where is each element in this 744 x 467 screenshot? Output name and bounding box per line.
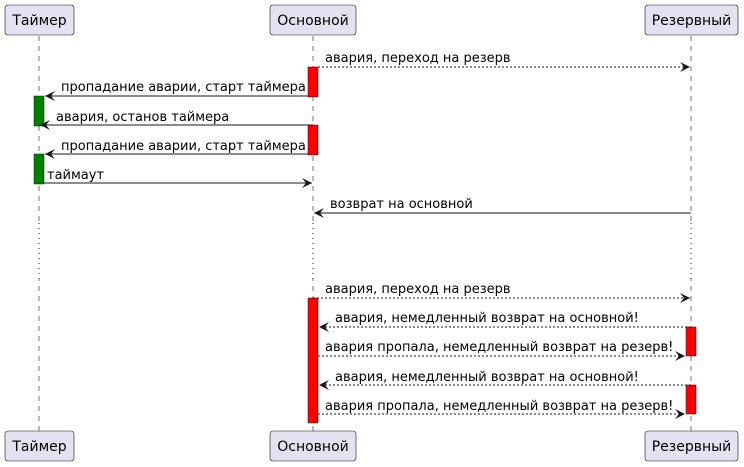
activation-timer — [33, 95, 45, 127]
activation-main — [307, 297, 319, 424]
message-label: авария, немедленный возврат на основной! — [335, 311, 639, 326]
message: авария пропала, немедленный возврат на р… — [318, 399, 685, 419]
message-label: авария пропала, немедленный возврат на р… — [325, 340, 673, 355]
message: таймаут — [44, 168, 312, 188]
message-label: авария, переход на резерв — [325, 282, 511, 297]
message: авария, немедленный возврат на основной! — [319, 370, 691, 390]
message-label: авария, останов таймера — [56, 110, 229, 125]
activation-main — [307, 66, 319, 98]
participant-label: Таймер — [11, 13, 66, 29]
participant-label: Основной — [277, 439, 349, 455]
participant-label: Резервный — [652, 13, 732, 29]
activation-backup — [685, 384, 697, 415]
message-label: авария пропала, немедленный возврат на р… — [325, 399, 673, 414]
message-label: таймаут — [47, 168, 104, 183]
participant-label: Таймер — [11, 439, 66, 455]
participant-backup-top: Резервный — [644, 4, 739, 36]
activation-timer — [33, 153, 45, 185]
participant-backup-bottom: Резервный — [644, 430, 739, 462]
message: авария, переход на резерв — [313, 282, 690, 303]
message-label: авария, немедленный возврат на основной! — [335, 370, 639, 385]
participant-main-top: Основной — [269, 4, 357, 36]
message: авария, переход на резерв — [318, 51, 690, 72]
activation-backup — [685, 326, 697, 357]
participant-label: Основной — [277, 13, 349, 29]
message-label: авария, переход на резерв — [325, 51, 511, 66]
message-label: пропадание аварии, старт таймера — [61, 139, 306, 154]
participant-timer-bottom: Таймер — [4, 430, 75, 462]
message: авария, немедленный возврат на основной! — [319, 311, 691, 332]
participant-main-bottom: Основной — [269, 430, 357, 462]
message: пропадание аварии, старт таймера — [45, 80, 308, 101]
participant-label: Резервный — [652, 439, 732, 455]
participant-timer-top: Таймер — [4, 4, 75, 36]
delay-mask — [0, 223, 744, 279]
message: возврат на основной — [314, 197, 691, 218]
message: авария пропала, немедленный возврат на р… — [318, 340, 685, 361]
message: авария, останов таймера — [40, 110, 313, 130]
message-label: возврат на основной — [330, 197, 473, 212]
message-label: пропадание аварии, старт таймера — [61, 80, 306, 95]
message: пропадание аварии, старт таймера — [45, 139, 308, 159]
activation-main — [307, 124, 319, 156]
